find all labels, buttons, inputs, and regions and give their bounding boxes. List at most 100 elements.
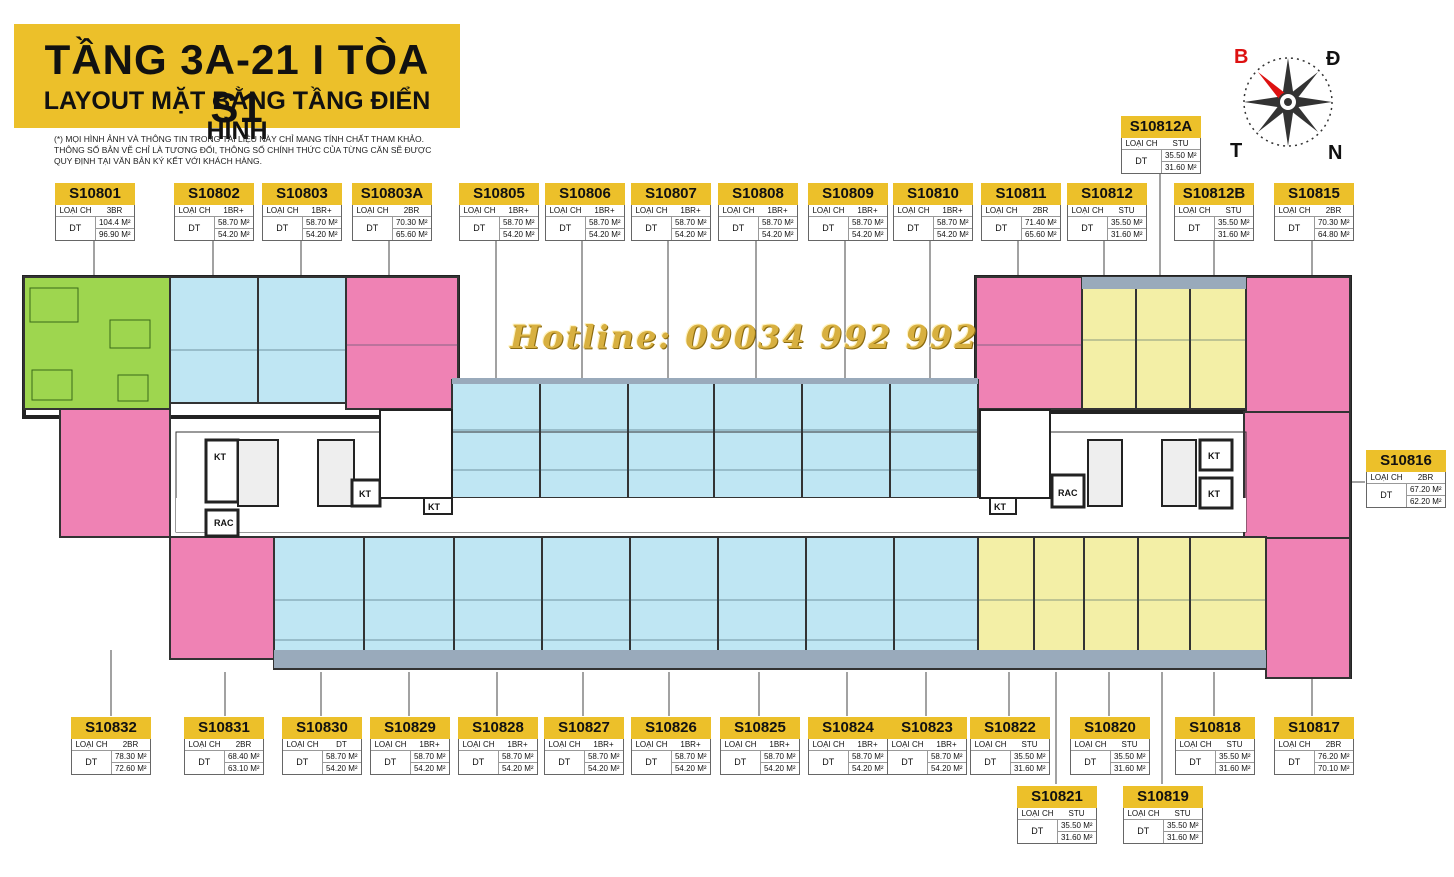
unit-area-net: 70.10 M² [1317,764,1350,773]
kt-label: KT [1208,451,1220,461]
unit-type-label: LOẠI CH [812,740,845,749]
unit-area-label: DT [459,751,499,774]
unit-area-gross: 35.50 M² [1163,820,1202,832]
page-title: TẦNG 3A-21 I TÒA S1 [44,36,430,131]
unit-area-gross: 58.70 M² [584,751,623,763]
unit-area-gross: 58.70 M² [498,751,537,763]
unit-area-label: DT [1124,820,1164,843]
unit-area-label: DT [1275,751,1315,774]
unit-code: S10824 [808,717,888,739]
unit-area-label: DT [894,217,934,240]
unit-area-label: DT [1071,751,1111,774]
unit-type-label: LOẠI CH [635,206,668,215]
unit-area-label: DT [1275,217,1315,240]
unit-code: S10812B [1174,183,1254,205]
unit-area-net: 54.20 M² [305,230,338,239]
unit-area-gross: 58.70 M² [322,751,361,763]
unit-area-net: 54.20 M² [588,230,621,239]
unit-area-gross: 67.20 M² [1406,484,1445,496]
unit-type-label: LOẠI CH [188,740,221,749]
kt-label: KT [359,489,371,499]
unit-type: 1BR+ [419,740,440,749]
unit-area-net: 54.20 M² [502,230,535,239]
unit-area-gross: 58.70 M² [848,217,887,229]
unit-area-net: 31.60 M² [1166,833,1199,842]
unit-area-label: DT [371,751,411,774]
unit-code: S10801 [55,183,135,205]
kt-label: KT [994,502,1006,512]
unit-area-label: DT [632,751,672,774]
unit-type: 1BR+ [508,206,529,215]
unit-area-label: DT [1176,751,1216,774]
unit-type-label: LOẠI CH [1021,809,1054,818]
units-stu [977,276,1267,670]
unit-area-net: 54.20 M² [851,764,884,773]
core-right [979,409,1234,515]
unit-type-label: LOẠI CH [722,206,755,215]
unit-code: S10806 [545,183,625,205]
unit-code: S10818 [1175,717,1255,739]
disclaimer: (*) MỌI HÌNH ẢNH VÀ THÔNG TIN TRONG TÀI … [54,134,444,167]
unit-area-net: 54.20 M² [761,230,794,239]
unit-area-net: 54.20 M² [674,764,707,773]
unit-type: 2BR [235,740,252,749]
hotline-text: Hotline: 09034 992 992 [510,318,979,356]
unit-area-gross: 58.70 M² [671,217,710,229]
unit-type-label: LOẠI CH [463,206,496,215]
unit-code: S10802 [174,183,254,205]
unit-type-label: LOẠI CH [1127,809,1160,818]
unit-area-label: DT [545,751,585,774]
unit-type-label: LOẠI CH [812,206,845,215]
unit-area-net: 65.60 M² [1024,230,1057,239]
unit-area-net: 31.60 M² [1164,163,1197,172]
unit-area-net: 72.60 M² [114,764,147,773]
unit-area-label: DT [283,751,323,774]
unit-type-label: LOẠI CH [974,740,1007,749]
unit-code: S10815 [1274,183,1354,205]
unit-code: S10820 [1070,717,1150,739]
unit-type: 1BR+ [680,206,701,215]
rac-label: RAC [214,518,234,528]
unit-area-net: 65.60 M² [395,230,428,239]
unit-area-net: 64.80 M² [1317,230,1350,239]
unit-area-gross: 35.50 M² [1057,820,1096,832]
unit-area-gross: 35.50 M² [1110,751,1149,763]
unit-area-net: 54.20 M² [501,764,534,773]
unit-area-label: DT [982,217,1022,240]
unit-type-label: LOẠI CH [635,740,668,749]
page-subtitle: LAYOUT MẶT BẰNG TẦNG ĐIỂN HÌNH [43,87,431,145]
unit-area-label: DT [1018,820,1058,843]
unit-type-label: LOẠI CH [356,206,389,215]
unit-type: STU [1225,206,1242,215]
unit-area-gross: 35.50 M² [1214,217,1253,229]
unit-code: S10809 [808,183,888,205]
unit-area-gross: 76.20 M² [1314,751,1353,763]
compass-label-t: T [1230,140,1243,162]
compass-label-b: B [1234,46,1249,68]
compass-label-n: N [1328,142,1343,164]
unit-code: S10821 [1017,786,1097,808]
rac-label: RAC [1058,488,1078,498]
unit-type-label: LOẠI CH [59,206,92,215]
